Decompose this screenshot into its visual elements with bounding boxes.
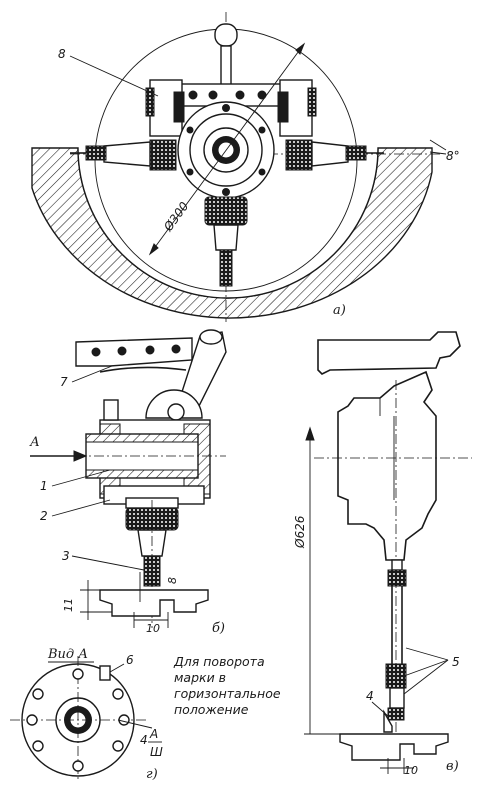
callout-8: 8 xyxy=(58,47,66,61)
callout-2: 2 xyxy=(40,509,48,523)
mark-a: А xyxy=(149,727,158,741)
lower-nuts-5 xyxy=(385,663,407,689)
left-knurled-nut xyxy=(149,139,177,171)
leader-8 xyxy=(69,55,159,97)
bracket-7 xyxy=(75,337,193,367)
view-c-side: Ø626 5 4 10 в) xyxy=(293,331,472,777)
view-b-label: б) xyxy=(212,621,225,636)
right-tip-screw xyxy=(345,145,367,161)
view-a-label: а) xyxy=(333,303,346,318)
note-line-4: положение xyxy=(174,702,249,717)
view-a-assembly: Ø300 8 8° а) xyxy=(31,12,460,322)
callout-3: 3 xyxy=(62,549,70,563)
view-d-detail: Вид А 6 4 А Ш г) Для поворота марки в го… xyxy=(10,647,281,782)
dim-11: 11 xyxy=(62,598,75,612)
note-line-3: горизонтальное xyxy=(174,686,281,701)
callout-5: 5 xyxy=(452,655,460,669)
arrow-a-label: А xyxy=(29,435,40,450)
screw-6 xyxy=(99,665,111,681)
view-d-title: Вид А xyxy=(47,647,88,662)
upper-nut-c xyxy=(387,569,407,587)
left-tip-screw xyxy=(85,145,107,161)
callout-4-c: 4 xyxy=(366,689,374,703)
callout-6: 6 xyxy=(126,653,134,667)
rail-section-b xyxy=(99,589,209,617)
angle-label: 8° xyxy=(446,149,460,163)
holder-body-side xyxy=(337,370,437,561)
right-rod xyxy=(311,141,349,167)
bottom-knurled-knob xyxy=(204,196,248,226)
dim-10-c: 10 xyxy=(404,764,418,777)
view-d-label: г) xyxy=(146,767,158,782)
callout-4-d: 4 xyxy=(140,733,148,747)
right-knurled-nut xyxy=(285,139,313,171)
rail-section-c xyxy=(339,733,449,761)
callout-1: 1 xyxy=(40,479,48,493)
bottom-screw xyxy=(219,249,233,287)
diameter-leader-a xyxy=(149,43,305,255)
diameter-626-label: Ø626 xyxy=(293,515,307,549)
left-rod xyxy=(103,141,151,167)
mark-sh: Ш xyxy=(150,745,163,759)
top-handle xyxy=(214,23,238,47)
note-line-1: Для поворота xyxy=(173,654,265,669)
view-c-label: в) xyxy=(446,759,459,774)
view-b-section: А 11 8 10 7 1 2 3 б) xyxy=(29,329,227,636)
bracket-side xyxy=(317,331,461,375)
note-line-2: марки в xyxy=(174,670,226,685)
dim-10-b: 10 xyxy=(146,622,160,635)
callout-7: 7 xyxy=(60,375,68,389)
pivot-pin xyxy=(167,403,185,421)
dim-8: 8 xyxy=(166,577,179,584)
